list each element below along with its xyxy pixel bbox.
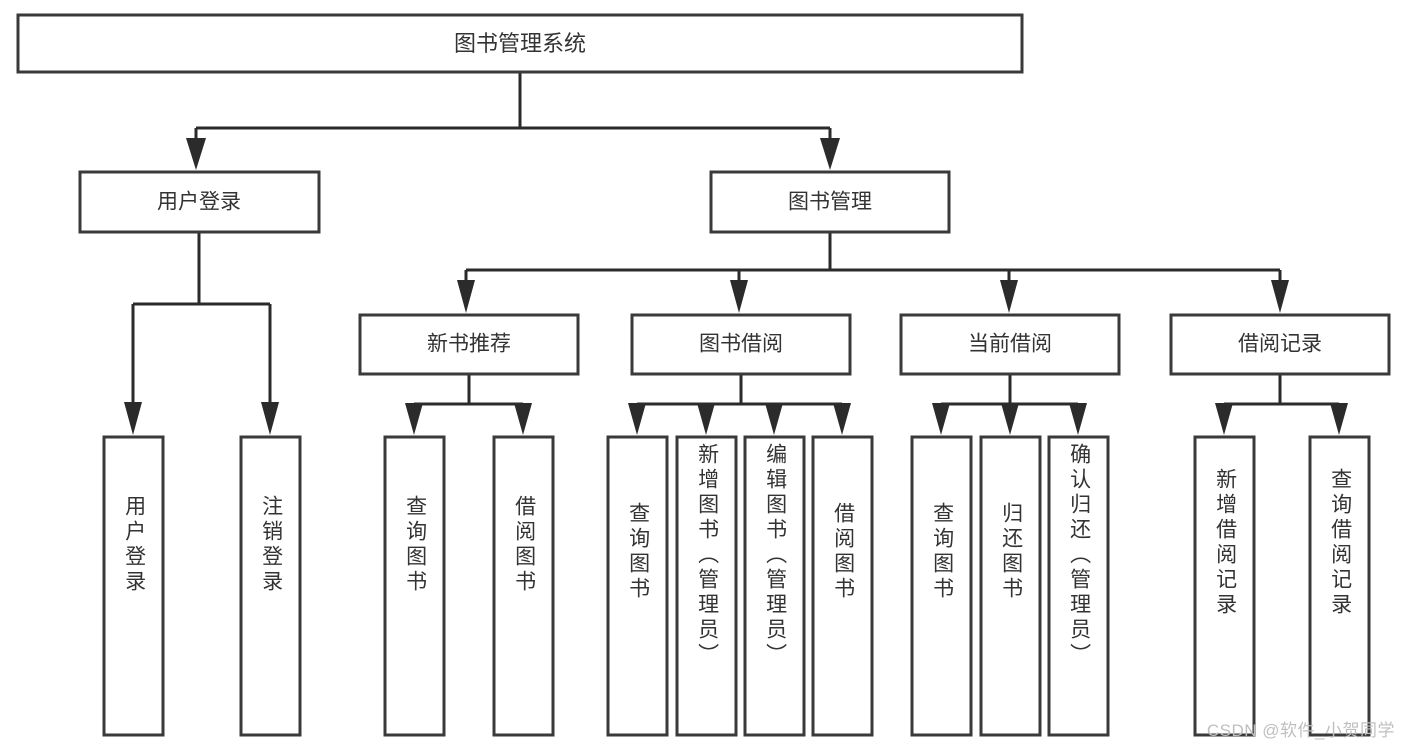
leaf-box-confirm-return-admin[interactable]: [1047, 435, 1110, 737]
node-current-borrow[interactable]: [899, 313, 1121, 376]
arrow-head-current-1: [932, 403, 950, 435]
arrow-head-borrow-1: [628, 403, 646, 435]
leaf-box-query-borrow-record[interactable]: [1308, 435, 1371, 737]
arrow-head-level2-1: [186, 138, 206, 170]
node-book-management[interactable]: [709, 170, 951, 234]
csdn-watermark: CSDN @软件_小贺同学: [1206, 721, 1395, 740]
node-book-borrow[interactable]: [630, 313, 852, 376]
node-user-login[interactable]: [78, 170, 321, 234]
arrow-head-level3-4: [1271, 280, 1289, 313]
leaf-box-query-book-recommend[interactable]: [383, 435, 446, 737]
node-root-book-management-system[interactable]: [16, 13, 1024, 74]
leaf-box-return-book[interactable]: [979, 435, 1042, 737]
node-new-book-recommend[interactable]: [358, 313, 580, 376]
leaf-box-user-login[interactable]: [102, 435, 165, 737]
leaf-box-query-book-borrow[interactable]: [606, 435, 669, 737]
arrow-head-level3-3: [1000, 280, 1018, 313]
arrow-head-recommend-1: [405, 403, 423, 435]
node-book-management-label: 图书管理: [788, 191, 872, 214]
arrow-head-borrow-4: [833, 403, 851, 435]
node-new-book-recommend-label: 新书推荐: [427, 333, 511, 356]
leaf-box-logout[interactable]: [239, 435, 302, 737]
leaf-box-add-borrow-record[interactable]: [1193, 435, 1256, 737]
arrow-head-record-1: [1215, 403, 1233, 435]
leaf-box-add-book-admin[interactable]: [675, 435, 738, 737]
leaf-box-query-book-current[interactable]: [910, 435, 973, 737]
leaf-box-borrow-book[interactable]: [811, 435, 874, 737]
arrow-head-level3-2: [730, 280, 748, 313]
arrow-head-userlogin-1: [124, 402, 142, 435]
arrow-head-borrow-3: [765, 403, 783, 435]
arrow-head-current-3: [1069, 403, 1087, 435]
arrow-head-record-2: [1330, 403, 1348, 435]
leaf-box-edit-book-admin[interactable]: [743, 435, 806, 737]
node-current-borrow-label: 当前借阅: [968, 333, 1052, 356]
node-root-label: 图书管理系统: [454, 31, 586, 56]
node-book-borrow-label: 图书借阅: [699, 333, 783, 356]
node-borrow-record[interactable]: [1169, 313, 1391, 376]
arrow-head-level2-2: [820, 138, 840, 170]
arrow-head-level3-1: [457, 280, 475, 313]
arrow-head-current-2: [1001, 403, 1019, 435]
arrow-head-borrow-2: [697, 403, 715, 435]
node-user-login-label: 用户登录: [157, 191, 241, 214]
node-box-group: 图书管理系统 用户登录 图书管理 新书推荐 图书借阅 当前借阅 借阅记录: [16, 13, 1391, 737]
node-borrow-record-label: 借阅记录: [1238, 333, 1322, 356]
arrow-head-recommend-2: [514, 403, 532, 435]
connector-group: [124, 72, 1348, 435]
leaf-box-borrow-book-recommend[interactable]: [492, 435, 555, 737]
arrow-head-userlogin-2: [261, 402, 279, 435]
